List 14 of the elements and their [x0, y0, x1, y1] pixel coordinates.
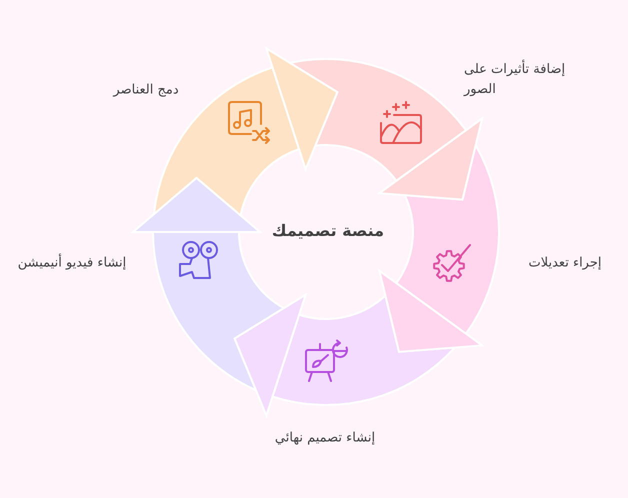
arrow — [132, 177, 261, 233]
ring-segment — [395, 144, 500, 335]
ring-segment — [272, 294, 456, 406]
step-label: دمج العناصر — [113, 81, 179, 100]
arrow — [378, 118, 484, 201]
ring-segment — [152, 66, 300, 216]
step-label: إجراء تعديلات — [528, 254, 602, 272]
center-title: منصة تصميمك — [272, 220, 384, 242]
step-label: إنشاء فيديو أنيميشن — [18, 253, 126, 272]
step-label: إضافة تأثيرات على الصور — [464, 60, 594, 99]
arrow — [378, 270, 484, 353]
arrow — [234, 294, 307, 417]
arrow — [265, 47, 338, 170]
step-label: إنشاء تصميم نهائي — [274, 429, 376, 448]
